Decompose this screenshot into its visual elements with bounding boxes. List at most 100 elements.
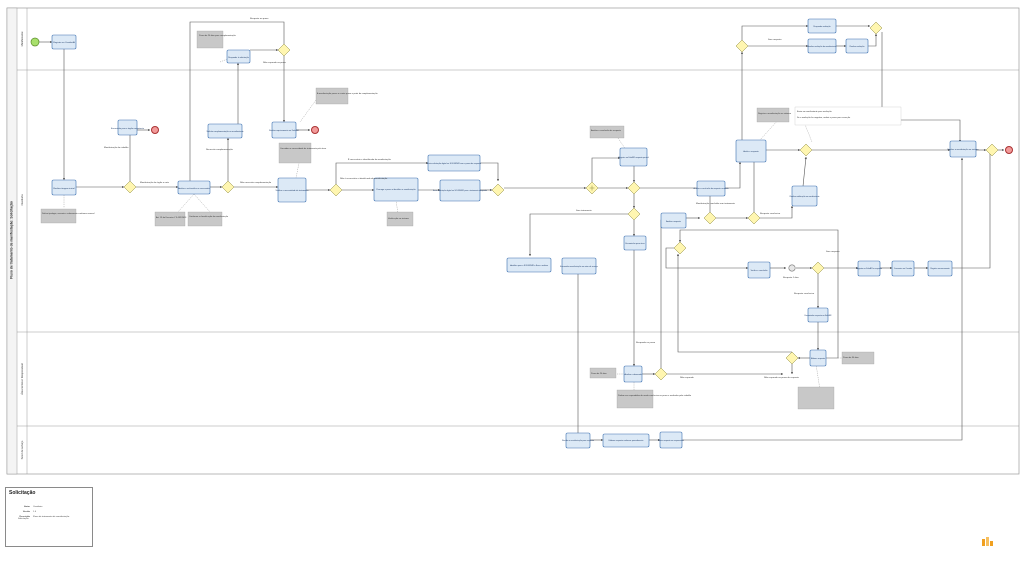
note — [154, 211, 186, 227]
note-text: Envia ao manifestante para avaliação — [797, 110, 833, 113]
note — [616, 389, 654, 409]
flow — [682, 157, 964, 441]
task-responde-complementacao: Responde à solicitação — [226, 49, 251, 64]
note-text: Se a avaliação for negativa, reabrir o p… — [797, 116, 851, 119]
flow — [480, 162, 500, 182]
task-label: Realiza triagem inicial — [53, 187, 75, 190]
task-responde-avaliacao: Responde avaliação — [807, 18, 837, 34]
note — [797, 386, 835, 410]
task-encaminha-resposta: Encaminha resposta ao FalaBR — [805, 307, 832, 323]
note — [589, 125, 625, 139]
task-label: Envia solicitação digital ao SOUVENIR pa… — [433, 189, 487, 192]
flow-label: Resposta 1 dias — [783, 276, 800, 279]
note-text: Prazo de 20 dias — [591, 372, 607, 375]
flow — [591, 156, 621, 182]
flow — [868, 33, 878, 47]
task-label: Registra no FalaBR a resposta — [856, 267, 883, 270]
task-label: Responde à solicitação — [228, 56, 250, 59]
gateway — [123, 180, 137, 194]
task-registra-ouvidoria: Registra na OuvidorIA — [51, 34, 77, 50]
gateway — [869, 21, 883, 35]
annotation-notes — [40, 30, 902, 410]
flow-label: Resposta conclusiva — [760, 212, 781, 215]
flow — [640, 161, 742, 189]
lane-label-ouvidoria: Ouvidoria — [20, 194, 24, 206]
gateway — [221, 180, 235, 194]
task-label: Envia solicitação digital ao SOUVENIR co… — [427, 162, 482, 165]
task-label: Responde avaliação — [813, 25, 830, 28]
task-analisa-avaliacao: Analisa avaliação do manifestante — [808, 38, 836, 54]
gateway — [491, 183, 505, 197]
flow — [952, 149, 992, 269]
task-avalia-resposta: Avalia a resposta — [735, 139, 767, 163]
note — [841, 351, 875, 365]
flow-label: Sem tratamento — [576, 209, 592, 212]
legend-key: Versão — [22, 511, 30, 513]
events — [30, 37, 1013, 272]
note — [315, 87, 349, 105]
gateway — [785, 351, 799, 365]
note-text: Analisa a conclusão de resposta — [591, 129, 622, 132]
note-text: Considera a necessidade de tratamento pe… — [280, 147, 327, 150]
task-label: Analisa a demanda — [624, 373, 642, 376]
gateway — [654, 367, 668, 381]
task-label: Analisa a conclusão da resposta recebida — [694, 187, 730, 190]
note — [589, 367, 617, 379]
gateway — [277, 43, 291, 57]
flow-label: Manifestação do cidadão — [104, 146, 129, 149]
flow-label: Resposta conclusiva — [794, 292, 815, 295]
task-realiza-avaliacao: Realiza avaliação — [845, 38, 869, 54]
task-label: Avalia a resposta — [743, 150, 759, 153]
flow — [335, 161, 429, 184]
task-elabora-resposta: Elabora resposta — [809, 349, 827, 367]
flow-label: Responde no prazo — [636, 341, 656, 344]
gateway — [811, 261, 825, 275]
task-label: Realiza arquivamento no Fala.BR — [269, 129, 299, 132]
flow-label: Não responde — [680, 376, 695, 379]
task-verifica-area: Verifica a necessidade de tratamento — [276, 177, 309, 203]
task-label: Realiza avaliação — [850, 45, 865, 48]
task-label: Registra na OuvidorIA — [53, 41, 75, 44]
flow-label: Sem resposta — [826, 250, 840, 253]
flow-label: Não responde no prazo de resposta — [764, 376, 800, 379]
tasks: Registra na OuvidorIA Realiza triagem in… — [51, 18, 980, 449]
legend-value: Ouvidoria — [33, 506, 43, 508]
legend-value: 1.0 — [33, 511, 37, 513]
task-label: Encaminha para área — [625, 243, 645, 245]
task-encaminha-orgao: Encaminha para o órgão competente — [111, 119, 145, 136]
flow — [760, 205, 794, 219]
task-label: Envia resposta ao responsável — [658, 439, 684, 442]
note — [756, 107, 790, 123]
lane-label-requester: Manifestante — [20, 31, 24, 46]
task-label: Comunica ao Ouvidor — [894, 267, 913, 270]
task-setor-recebe: Recebe a manifestação para resposta — [562, 432, 595, 449]
gateway — [985, 143, 999, 157]
task-label: Identifica para a SOUVENIR o fluxo a rea… — [510, 264, 549, 267]
task-setor-envia: Envia resposta ao responsável — [658, 431, 685, 449]
note — [196, 30, 224, 49]
task-registra-encerramento: Registra encerramento — [927, 260, 953, 277]
task-registra-falabr: Registra no FalaBR a resposta — [856, 260, 883, 277]
flow-label: Não é necessário e identificado da manif… — [340, 177, 388, 180]
task-envia-direto: Envia solicitação digital ao SOUVENIR pa… — [433, 179, 487, 202]
task-finaliza: Finaliza a manifestação no sistema — [947, 140, 980, 158]
note-text: Conforme a classificação da manifestação — [189, 215, 229, 218]
task-label: Solicita complementação ao manifestante — [206, 130, 244, 133]
gateway — [735, 39, 749, 53]
note — [40, 208, 77, 224]
task-solicita-complementacao: Solicita complementação ao manifestante — [206, 123, 244, 139]
flow-label: Necessita complementação — [206, 148, 234, 151]
note-text: Art. 13 do Decreto nº 9.492/2018 — [156, 216, 187, 219]
task-realiza-notificacao: Realiza notificação ao manifestante — [790, 185, 819, 207]
annotation-note-texts: Prazo de 20 dias para complementação Def… — [42, 34, 859, 397]
note-text: Verificação no sistema — [388, 217, 410, 220]
note-text: Define tipologia, assunto e subassunto c… — [42, 212, 95, 215]
task-label: Registra no FalaBR resposta parcial — [618, 156, 649, 159]
flow-label: Não necessita complementação — [240, 181, 272, 184]
lanes: Manifestante Ouvidoria Área técnica / Re… — [17, 8, 1019, 474]
